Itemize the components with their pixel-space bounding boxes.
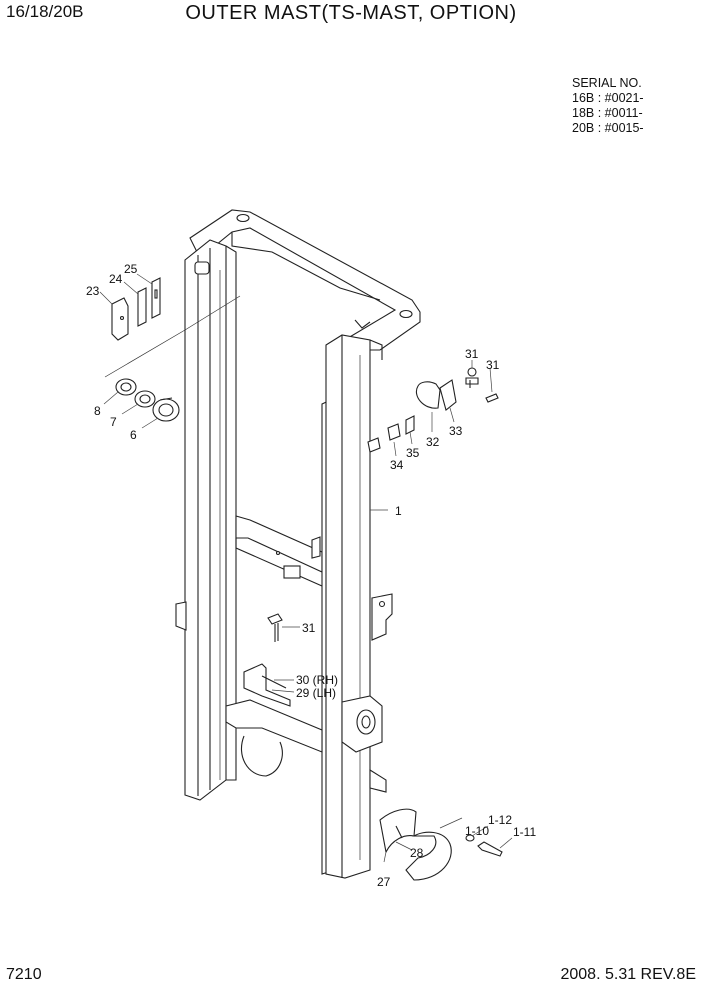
- callout-1-12: 1-12: [488, 813, 512, 827]
- model-number: 16/18/20B: [6, 2, 84, 21]
- callout-30: 30 (RH): [296, 673, 338, 687]
- part-23-24-25-group: [99, 273, 241, 378]
- callout-29: 29 (LH): [296, 686, 336, 700]
- callout-23: 23: [86, 284, 100, 298]
- callout-31-top-left: 31: [465, 347, 479, 361]
- callout-24: 24: [109, 272, 123, 286]
- part-6-7-8-group: [103, 378, 180, 429]
- callout-31-center: 31: [302, 621, 316, 635]
- callout-8: 8: [94, 404, 101, 418]
- callout-32: 32: [426, 435, 440, 449]
- part-31-bolt: [267, 613, 300, 642]
- lower-crossmember: [175, 601, 383, 777]
- callout-31-top-right: 31: [486, 358, 500, 372]
- page-title: OUTER MAST(TS-MAST, OPTION): [185, 2, 517, 24]
- callout-33: 33: [449, 424, 463, 438]
- part-1-10-group: [405, 817, 513, 881]
- serial-line-16b: 16B : #0021-: [572, 91, 644, 105]
- top-crossmember: [189, 209, 421, 351]
- callout-1-10: 1-10: [465, 824, 489, 838]
- lower-foot: [369, 769, 387, 793]
- part-29-30-bracket: [243, 663, 295, 707]
- middle-crossmember: [235, 515, 323, 587]
- callout-27: 27: [377, 875, 391, 889]
- serial-line-18b: 18B : #0011-: [572, 106, 643, 120]
- callout-1: 1: [395, 504, 402, 518]
- side-bracket: [371, 593, 393, 641]
- callout-35: 35: [406, 446, 420, 460]
- callout-1-11: 1-11: [513, 825, 536, 839]
- part-31-35-group: [367, 360, 499, 457]
- serial-heading: SERIAL NO.: [572, 76, 642, 90]
- serial-line-20b: 20B : #0015-: [572, 121, 644, 135]
- callout-28: 28: [410, 846, 424, 860]
- callout-7: 7: [110, 415, 117, 429]
- serial-number-block: SERIAL NO. 16B : #0021- 18B : #0011- 20B…: [572, 76, 644, 136]
- revision-date: 2008. 5.31 REV.8E: [560, 966, 696, 983]
- callout-34: 34: [390, 458, 404, 472]
- page-number: 7210: [6, 966, 42, 983]
- left-mast-channel: [184, 239, 237, 801]
- callout-6: 6: [130, 428, 137, 442]
- callout-25: 25: [124, 262, 138, 276]
